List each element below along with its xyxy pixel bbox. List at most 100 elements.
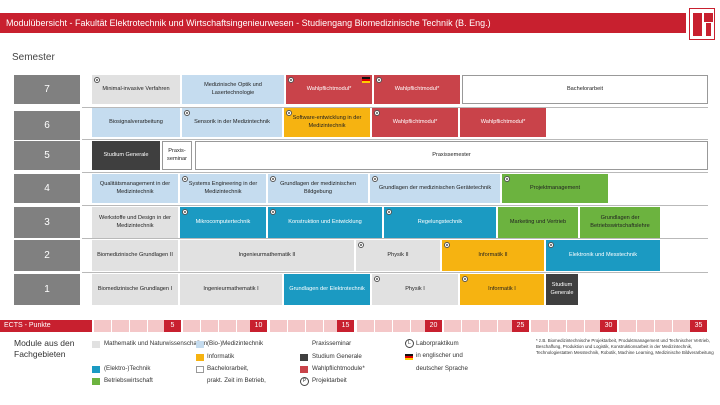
module-wahlpflichtmodul-7a[interactable]: Wahlpflichtmodul*: [286, 75, 372, 104]
module-informatik-1[interactable]: Informatik I: [460, 274, 544, 305]
ects-cell: [673, 320, 690, 332]
ects-mark-5: 5: [164, 320, 181, 332]
ects-cell: [375, 320, 392, 332]
ects-cell: [531, 320, 548, 332]
semester-5-label: 5: [14, 141, 80, 170]
legend-info: Informatik: [207, 353, 235, 360]
legend-swatch-wahl: [300, 366, 308, 373]
lab-icon: [184, 110, 190, 116]
module-medizinische-optik[interactable]: Medizinische Optik und Lasertechnologie: [182, 75, 284, 104]
lab-icon: [462, 276, 468, 282]
module-systems-engineering[interactable]: Systems Engineering in der Medizintechni…: [180, 174, 266, 203]
ects-mark-30: 30: [600, 320, 617, 332]
ects-cell: [237, 320, 254, 332]
module-minimal-invasive-verfahren[interactable]: Minimal-invasive Verfahren: [92, 75, 180, 104]
ects-cell: [94, 320, 111, 332]
ects-cell: [498, 320, 515, 332]
ects-cell: [411, 320, 428, 332]
legend-elektro: (Elektro-)Technik: [104, 365, 151, 372]
module-wahlpflichtmodul-7b[interactable]: Wahlpflichtmodul*: [374, 75, 460, 104]
legend-projekt: Projektarbeit: [312, 377, 347, 384]
ects-cell: [183, 320, 200, 332]
page-title: Modulübersicht - Fakultät Elektrotechnik…: [0, 13, 686, 33]
ects-mark-25: 25: [512, 320, 529, 332]
project-icon: P: [300, 377, 309, 386]
module-softwareentwicklung[interactable]: Software-entwicklung in der Medizintechn…: [284, 108, 370, 137]
module-grundlagen-bwl[interactable]: Grundlagen der Betriebswirtschaftslehre: [580, 207, 660, 238]
module-marketing-vertrieb[interactable]: Marketing und Vertrieb: [498, 207, 578, 238]
legend-studium: Studium Generale: [312, 353, 362, 360]
legend-swatch-bachelor: [196, 366, 204, 373]
module-studium-generale-5[interactable]: Studium Generale: [92, 141, 160, 170]
legend-swatch-studium: [300, 354, 308, 361]
ects-mark-10: 10: [250, 320, 267, 332]
lab-icon: [504, 176, 510, 182]
module-praxisseminar[interactable]: Praxis-seminar: [162, 141, 192, 170]
legend-swatch-bwl: [92, 378, 100, 385]
ects-cell: [444, 320, 461, 332]
ects-label: ECTS - Punkte: [0, 320, 92, 332]
lab-icon: [182, 209, 188, 215]
module-werkstoffe-design[interactable]: Werkstoffe und Design in der Medizintech…: [92, 207, 178, 238]
module-projektmanagement[interactable]: Projektmanagement: [502, 174, 608, 203]
module-wahlpflichtmodul-6a[interactable]: Wahlpflichtmodul*: [372, 108, 458, 137]
module-sensorik[interactable]: Sensorik in der Medizintechnik: [182, 108, 282, 137]
module-ingenieurmathematik-2[interactable]: Ingenieurmathematik II: [180, 240, 354, 271]
module-konstruktion-entwicklung[interactable]: Konstruktion und Entwicklung: [268, 207, 382, 238]
row-divider: [82, 172, 708, 173]
lab-icon: [286, 110, 292, 116]
lab-icon: [444, 242, 450, 248]
ects-cell: [357, 320, 374, 332]
module-regelungstechnik[interactable]: Regelungstechnik: [384, 207, 496, 238]
module-medizinische-bildgebung[interactable]: Grundlagen der medizinischen Bildgebung: [268, 174, 368, 203]
row-divider: [82, 238, 708, 239]
ects-cell: [270, 320, 287, 332]
ects-cell: [480, 320, 497, 332]
legend-title: Module aus den Fachgebieten: [14, 338, 75, 359]
ects-cell: [130, 320, 147, 332]
german-flag-icon: [362, 77, 370, 83]
module-ingenieurmathematik-1[interactable]: Ingenieurmathematik I: [180, 274, 282, 305]
lab-icon: [372, 176, 378, 182]
module-studium-generale-1[interactable]: Studium Generale: [546, 274, 578, 305]
lab-icon: [270, 209, 276, 215]
row-divider: [82, 107, 708, 108]
module-informatik-2[interactable]: Informatik II: [442, 240, 544, 271]
lab-icon: [358, 242, 364, 248]
module-biomedizinische-grundlagen-2[interactable]: Biomedizinische Grundlagen II: [92, 240, 178, 271]
module-wahlpflichtmodul-6b[interactable]: Wahlpflichtmodul*: [460, 108, 546, 137]
ects-cell: [201, 320, 218, 332]
module-biomedizinische-grundlagen-1[interactable]: Biomedizinische Grundlagen I: [92, 274, 178, 305]
module-mikrocomputertechnik[interactable]: Mikrocomputertechnik: [180, 207, 266, 238]
module-medizinische-geraetetechnik[interactable]: Grundlagen der medizinischen Gerätetechn…: [370, 174, 500, 203]
german-flag-icon: [405, 354, 413, 360]
lab-icon: [182, 176, 188, 182]
row-divider: [82, 272, 708, 273]
module-bachelorarbeit[interactable]: Bachelorarbeit: [462, 75, 708, 104]
module-grundlagen-elektrotechnik[interactable]: Grundlagen der Elektrotechnik: [284, 274, 370, 305]
module-qualitaetsmanagement[interactable]: Qualitätsmanagement in der Medizintechni…: [92, 174, 178, 203]
lab-icon: L: [405, 339, 414, 348]
university-logo: [689, 8, 715, 40]
legend-bwl: Betriebswirtschaft: [104, 377, 153, 384]
module-physik-1[interactable]: Physik I: [372, 274, 458, 305]
lab-icon: [548, 242, 554, 248]
ects-cell: [619, 320, 636, 332]
ects-cell: [393, 320, 410, 332]
legend-english-2: deutscher Sprache: [416, 365, 468, 372]
module-physik-2[interactable]: Physik II: [356, 240, 440, 271]
legend-praxisseminar: Praxisseminar: [312, 340, 352, 347]
ects-cell: [585, 320, 602, 332]
semester-heading: Semester: [12, 52, 55, 63]
lab-icon: [270, 176, 276, 182]
module-elektronik-messtechnik[interactable]: Elektronik und Messtechnik: [546, 240, 660, 271]
ects-cell: [655, 320, 672, 332]
footnote: * z.B. Biomedizintechnische Projektarbei…: [536, 338, 714, 355]
module-biosignalverarbeitung[interactable]: Biosignalverarbeitung: [92, 108, 180, 137]
module-praxissemester[interactable]: Praxissemester: [195, 141, 708, 170]
ects-cell: [148, 320, 165, 332]
legend-wahl: Wahlpflichtmodule*: [312, 365, 365, 372]
legend-swatch-bio: [196, 341, 204, 348]
semester-4-label: 4: [14, 174, 80, 203]
ects-cell: [549, 320, 566, 332]
